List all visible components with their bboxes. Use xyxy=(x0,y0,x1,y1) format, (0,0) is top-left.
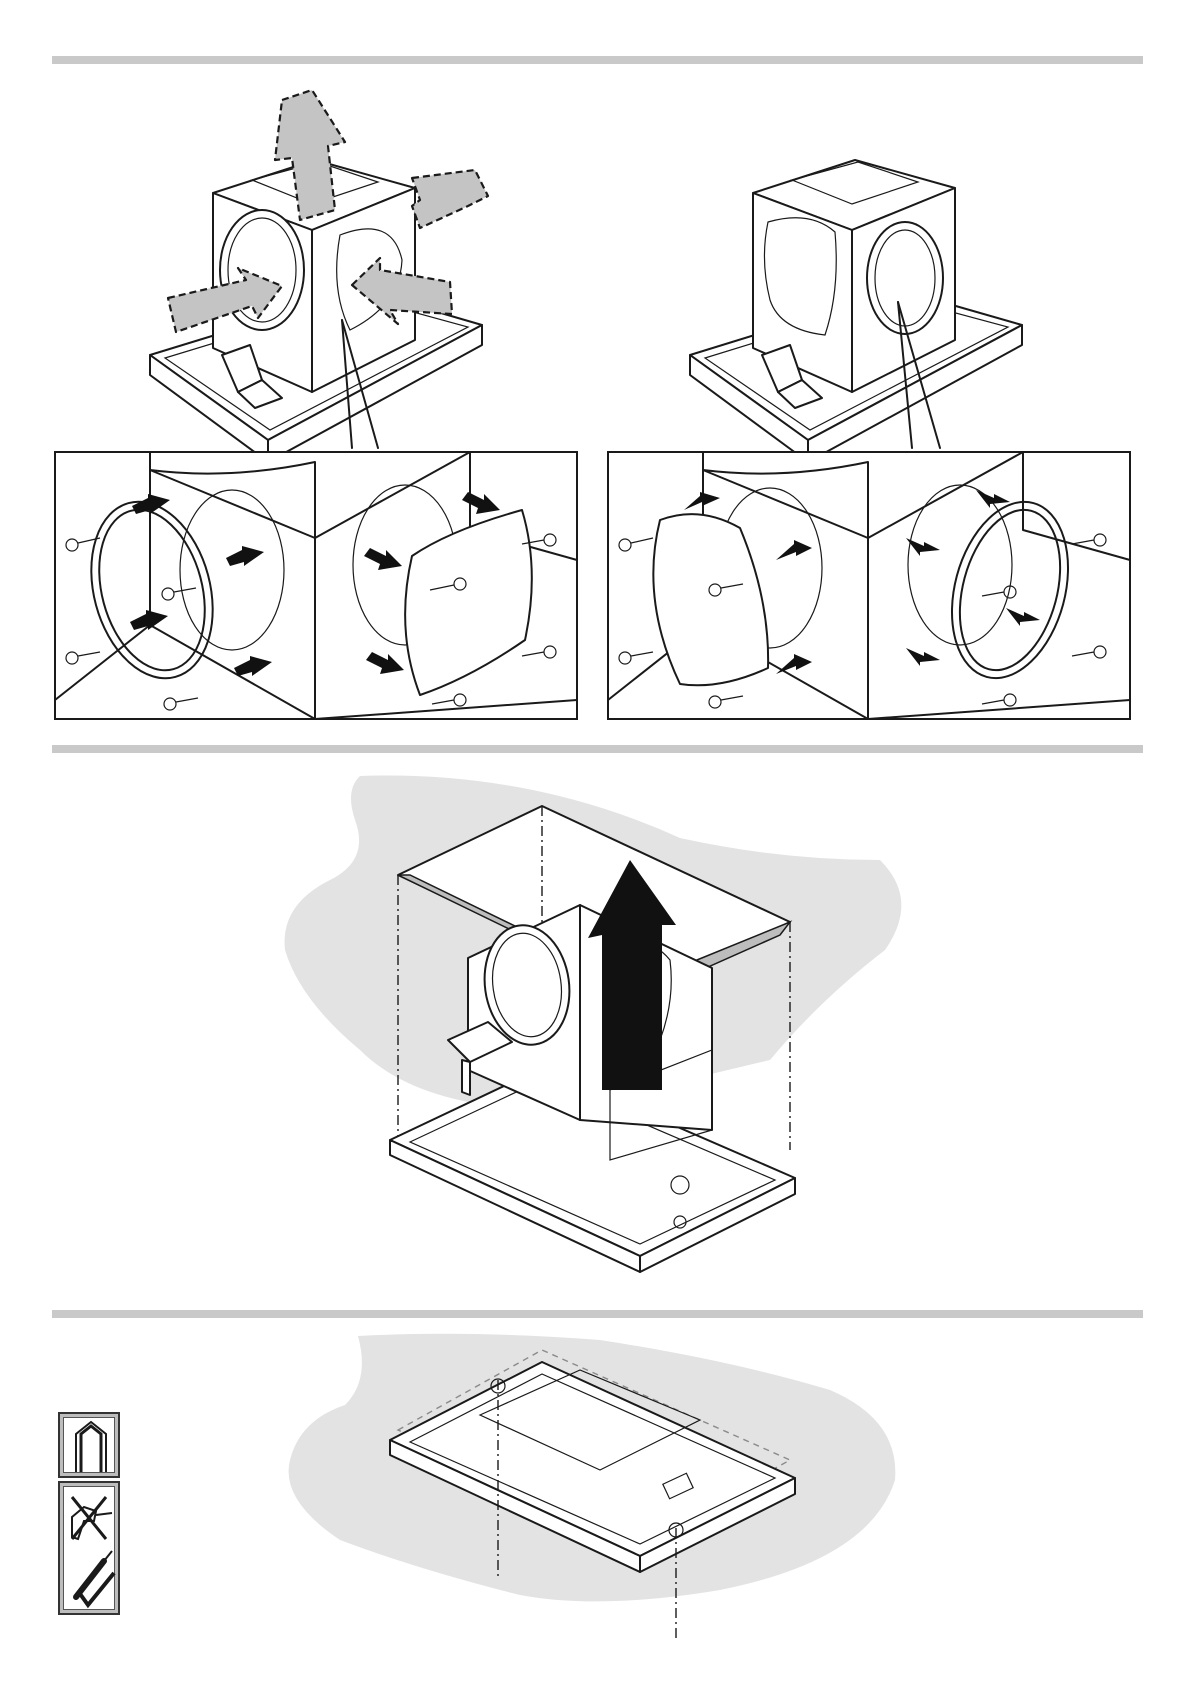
right-detail-panel xyxy=(608,452,1130,719)
no-power-tool-icon xyxy=(64,1487,118,1613)
section-divider-2 xyxy=(52,745,1143,753)
right-housing-diagram xyxy=(690,160,1022,462)
section-1 xyxy=(0,64,1191,739)
tool-icons-box xyxy=(58,1481,120,1615)
section-3-illustration xyxy=(0,1320,1191,1685)
screwdriver-ok-icon xyxy=(76,1551,114,1605)
section-2-illustration xyxy=(0,755,1191,1305)
hood-outline-icon xyxy=(64,1418,118,1476)
section-divider-3 xyxy=(52,1310,1143,1318)
section-3 xyxy=(0,1320,1191,1685)
hood-outline-icon-box xyxy=(58,1412,120,1478)
left-detail-panel xyxy=(55,452,577,719)
section-1-illustration xyxy=(0,64,1191,739)
left-housing-diagram xyxy=(150,90,488,462)
section-divider-1 xyxy=(52,56,1143,64)
section-2 xyxy=(0,755,1191,1305)
